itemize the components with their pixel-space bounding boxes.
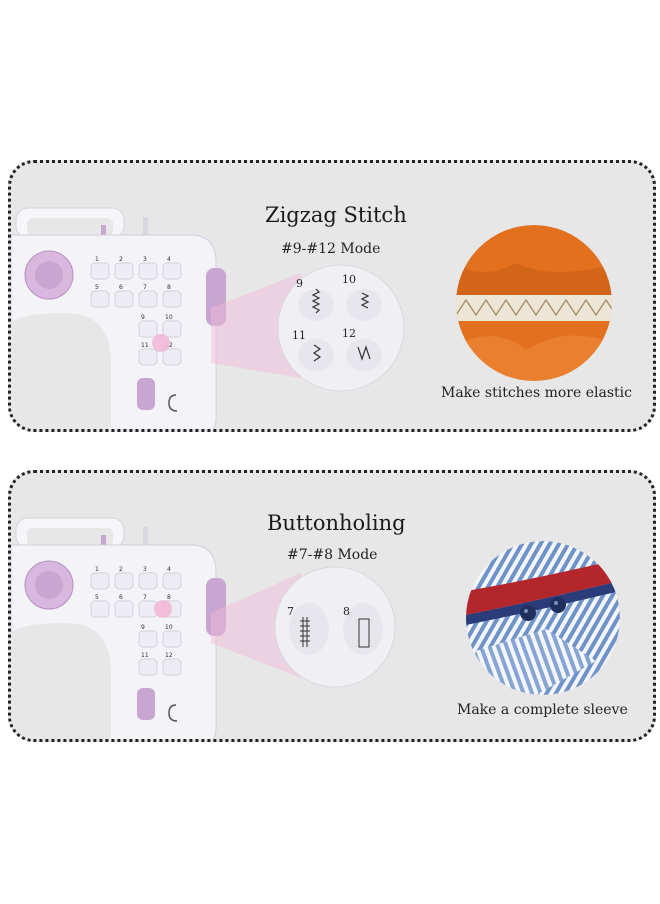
shirt-sleeve-photo <box>466 541 620 695</box>
stitch-number-10: 10 <box>342 273 356 286</box>
svg-text:4: 4 <box>167 566 171 573</box>
svg-text:5: 5 <box>95 594 99 601</box>
svg-text:9: 9 <box>141 314 145 321</box>
caption: Make stitches more elastic <box>441 385 632 401</box>
svg-text:7: 7 <box>143 594 147 601</box>
svg-text:8: 8 <box>167 594 171 601</box>
zoom-beam <box>211 573 301 678</box>
svg-text:10: 10 <box>165 624 173 631</box>
zoom-beam <box>211 273 301 378</box>
svg-text:3: 3 <box>143 256 147 263</box>
svg-text:6: 6 <box>119 284 123 291</box>
svg-text:2: 2 <box>119 566 123 573</box>
svg-text:9: 9 <box>141 624 145 631</box>
svg-text:11: 11 <box>141 652 149 659</box>
stitch-number-7: 7 <box>287 605 294 618</box>
mode-label: #9-#12 Mode <box>281 241 381 257</box>
stitch-number-9: 9 <box>296 277 303 290</box>
svg-text:2: 2 <box>119 256 123 263</box>
panel-title: Zigzag Stitch <box>265 203 407 227</box>
svg-text:10: 10 <box>165 314 173 321</box>
svg-text:5: 5 <box>95 284 99 291</box>
stitch-number-11: 11 <box>292 329 306 342</box>
svg-text:1: 1 <box>95 566 99 573</box>
stitch-number-12: 12 <box>342 327 356 340</box>
caption: Make a complete sleeve <box>457 702 628 718</box>
svg-text:1: 1 <box>95 256 99 263</box>
svg-text:4: 4 <box>167 256 171 263</box>
panel-title: Buttonholing <box>267 511 406 535</box>
svg-text:7: 7 <box>143 284 147 291</box>
mode-label: #7-#8 Mode <box>287 547 378 563</box>
stitch-number-8: 8 <box>343 605 350 618</box>
elastic-fabric-photo <box>456 225 612 381</box>
stitch-selector-icon: 7 8 <box>274 566 396 688</box>
svg-text:12: 12 <box>165 652 173 659</box>
svg-text:6: 6 <box>119 594 123 601</box>
stitch-selector-icon: 9 10 11 12 <box>277 264 405 392</box>
svg-text:3: 3 <box>143 566 147 573</box>
svg-text:11: 11 <box>141 342 149 349</box>
svg-text:8: 8 <box>167 284 171 291</box>
